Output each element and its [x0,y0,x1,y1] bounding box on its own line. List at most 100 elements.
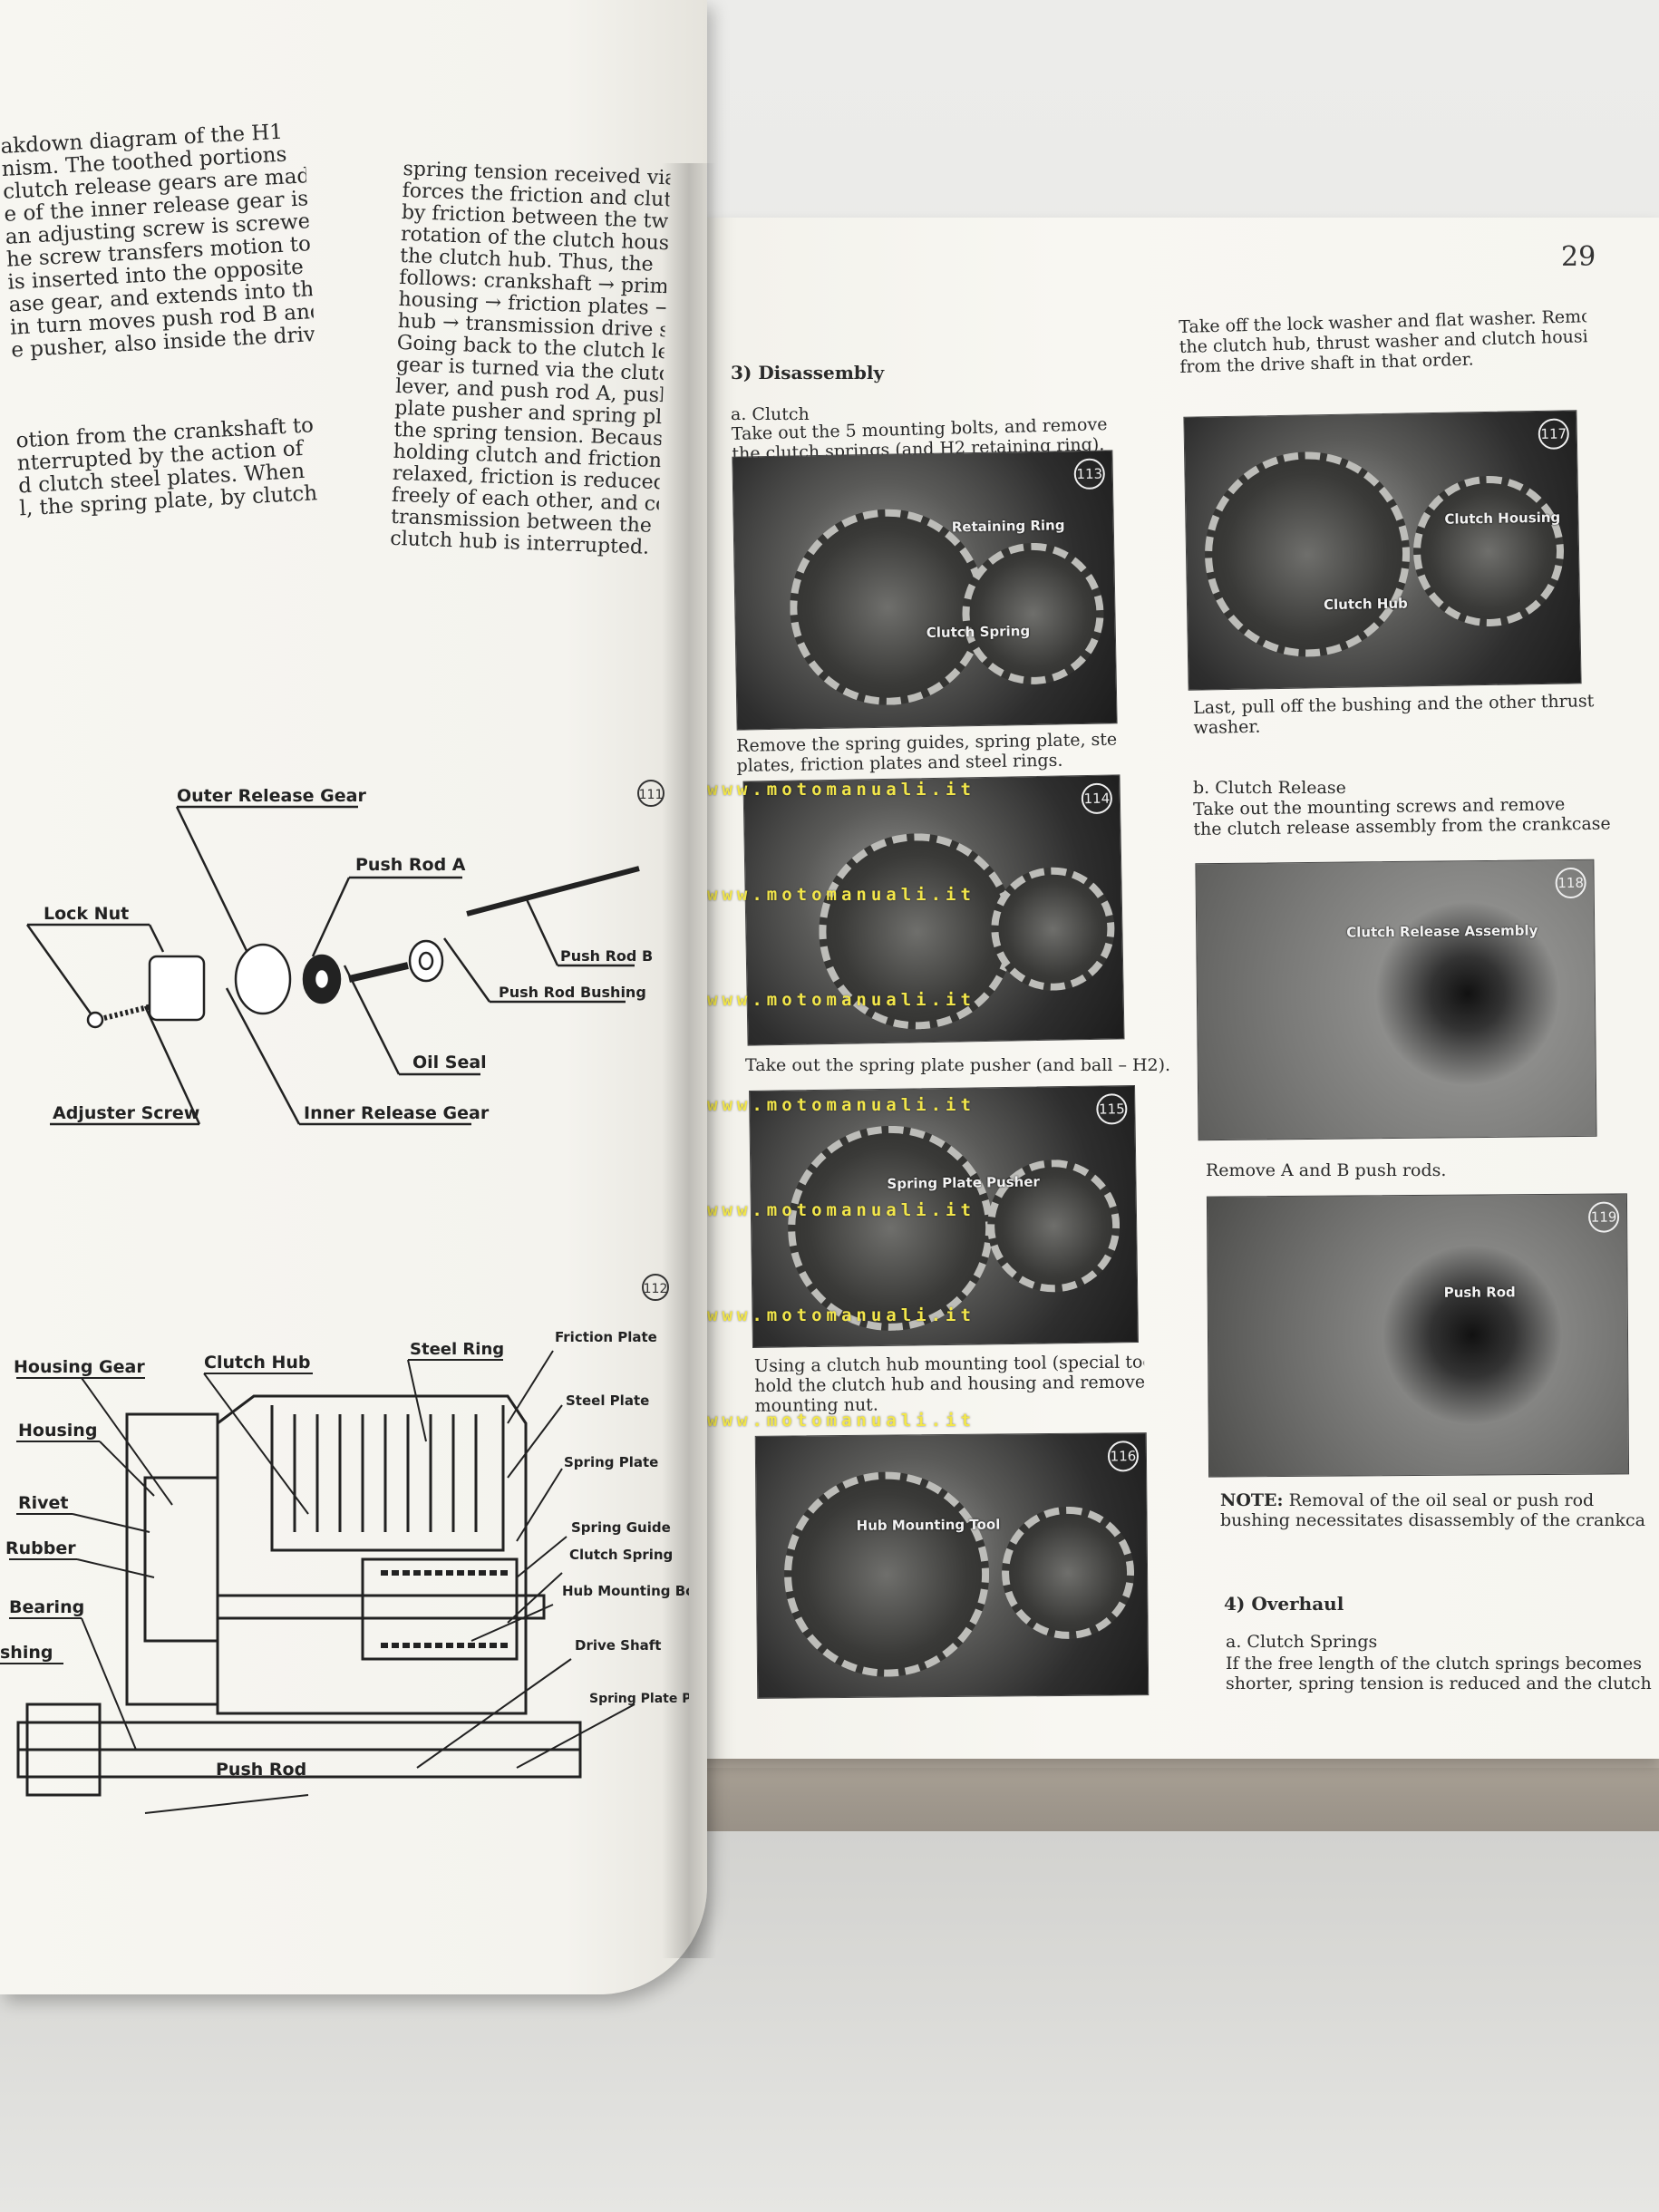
drive-shaft-shape [216,1594,546,1620]
photo-116: 116 Hub Mounting Tool [754,1432,1150,1699]
housing-gear-shape [125,1412,219,1706]
watermark: www.motomanuali.it [707,1305,975,1325]
caption-retaining-ring: Retaining Ring [951,517,1065,536]
figure-number: 118 [1555,867,1586,899]
leader-lines [0,1350,635,1814]
leader-line [225,987,301,1125]
label-spring-guide: Spring Guide [571,1519,671,1536]
label-push-rod-bushing: Push Rod Bushing [499,984,646,1001]
leader-line [507,1404,563,1479]
clutch-cross-section-diagram: 112 Housing Gear Clutch Hub Steel Ring F… [0,1274,689,1814]
figure-number: 112 [644,1282,668,1296]
photo-113: 113 Retaining Ring Clutch Spring [732,450,1118,731]
figure-number: 115 [1096,1093,1128,1125]
figure-number: 116 [1107,1441,1140,1472]
label-friction-plate: Friction Plate [555,1329,657,1345]
label-rivet: Rivet [18,1493,69,1513]
figure-number: 113 [1073,458,1106,490]
leader-line [175,806,251,957]
label-lock-nut: Lock Nut [44,904,129,924]
gear-graphic [961,541,1105,686]
paragraph-release: Take out the mounting screws and remove … [1193,794,1611,839]
note-text: Removal of the oil seal or push rod [1283,1490,1595,1510]
note-text-2: bushing necessitates disassembly of the … [1220,1510,1646,1530]
paragraph-bushing: Last, pull off the bushing and the other… [1193,691,1602,738]
label-hub-mounting-bolt: Hub Mounting Bolt [562,1583,689,1599]
page-number: 29 [1561,241,1596,273]
paragraph-hub-tool: Using a clutch hub mounting tool (specia… [754,1352,1145,1415]
leader-line [524,897,559,966]
section-disassembly-heading: 3) Disassembly [731,362,885,383]
leader-line [144,1794,309,1814]
lock-nut-part [86,1011,104,1029]
leader-line [203,1373,309,1515]
table-edge [671,1759,1659,1831]
label-housing-gear: Housing Gear [14,1357,145,1377]
adjuster-screw-part [103,1002,160,1021]
left-page [0,0,707,1994]
label-adjuster-screw: Adjuster Screw [53,1103,199,1123]
clutch-gear-graphic [1203,450,1412,659]
label-oil-seal: Oil Seal [412,1053,487,1072]
caption-clutch-hub: Clutch Hub [1323,595,1408,614]
subheading-clutch-release: b. Clutch Release [1193,778,1346,798]
subheading-clutch-springs: a. Clutch Springs [1226,1632,1378,1652]
inner-release-gear-part [148,955,206,1022]
gear-graphic [990,866,1116,992]
label-rubber: Rubber [5,1538,76,1558]
caption-push-rod: Push Rod [1443,1284,1516,1301]
paragraph-push-rods: Remove A and B push rods. [1206,1160,1447,1180]
left-column-2: spring tension received via the forces t… [390,159,671,559]
label-drive-shaft: Drive Shaft [575,1637,661,1654]
label-push-rod-a: Push Rod A [355,855,466,875]
leader-line [416,1658,572,1769]
text-line: If the free length of the clutch springs… [1226,1654,1642,1674]
rubber-shape [143,1476,219,1643]
label-spring-plate-pusher: Spring Plate Pusher [589,1692,689,1706]
caption-hub-mounting-tool: Hub Mounting Tool [856,1516,1001,1534]
watermark: www.motomanuali.it [707,1095,975,1115]
label-outer-release-gear: Outer Release Gear [177,786,366,806]
photo-119: 119 Push Rod [1206,1193,1630,1478]
leader-line [507,1572,563,1624]
label-bearing: Bearing [9,1597,84,1617]
label-inner-release-gear: Inner Release Gear [304,1103,490,1123]
clutch-gear-graphic [788,507,988,707]
leader-line [343,965,401,1075]
leader-line [81,1377,173,1506]
leader-line [25,924,92,1014]
push-rod-a-part [348,962,409,983]
text-line: hold the clutch hub and housing and remo… [754,1372,1145,1396]
leader-line [516,1468,563,1542]
figure-number: 111 [639,788,664,802]
leader-line [442,937,491,1003]
figure-number-circle [637,780,665,807]
leader-line [76,1558,155,1578]
label-push-rod-b: Push Rod B [560,947,653,965]
label-steel-plate: Steel Plate [566,1392,649,1409]
leader-line [407,1359,427,1442]
watermark: www.motomanuali.it [707,780,975,800]
subheading-clutch: a. Clutch [731,404,810,424]
figure-number: 114 [1081,782,1113,815]
label-bushing: shing [0,1643,53,1663]
release-mechanism-diagram: 111 Outer Release Gear Push Rod A Lock N… [25,780,665,1126]
leader-line [311,877,351,957]
leader-line [516,1703,635,1769]
label-clutch-spring: Clutch Spring [569,1547,673,1563]
caption-clutch-release-assembly: Clutch Release Assembly [1346,922,1538,941]
bearing-shape [25,1703,102,1797]
leader-line [99,1441,155,1497]
spring-housing-shape [361,1557,519,1661]
photo-117: 117 Clutch Housing Clutch Hub [1183,410,1582,691]
leader-line [516,1536,568,1578]
leader-line [72,1513,150,1533]
label-push-rod: Push Rod [216,1760,306,1780]
paragraph-clutch-springs: If the free length of the clutch springs… [1226,1654,1652,1693]
photo-118: 118 Clutch Release Assembly [1195,859,1597,1141]
figure-number: 119 [1587,1201,1620,1233]
cross-section-body [16,1394,582,1797]
text-line: shorter, spring tension is reduced and t… [1226,1674,1652,1693]
leader-line [148,924,165,953]
